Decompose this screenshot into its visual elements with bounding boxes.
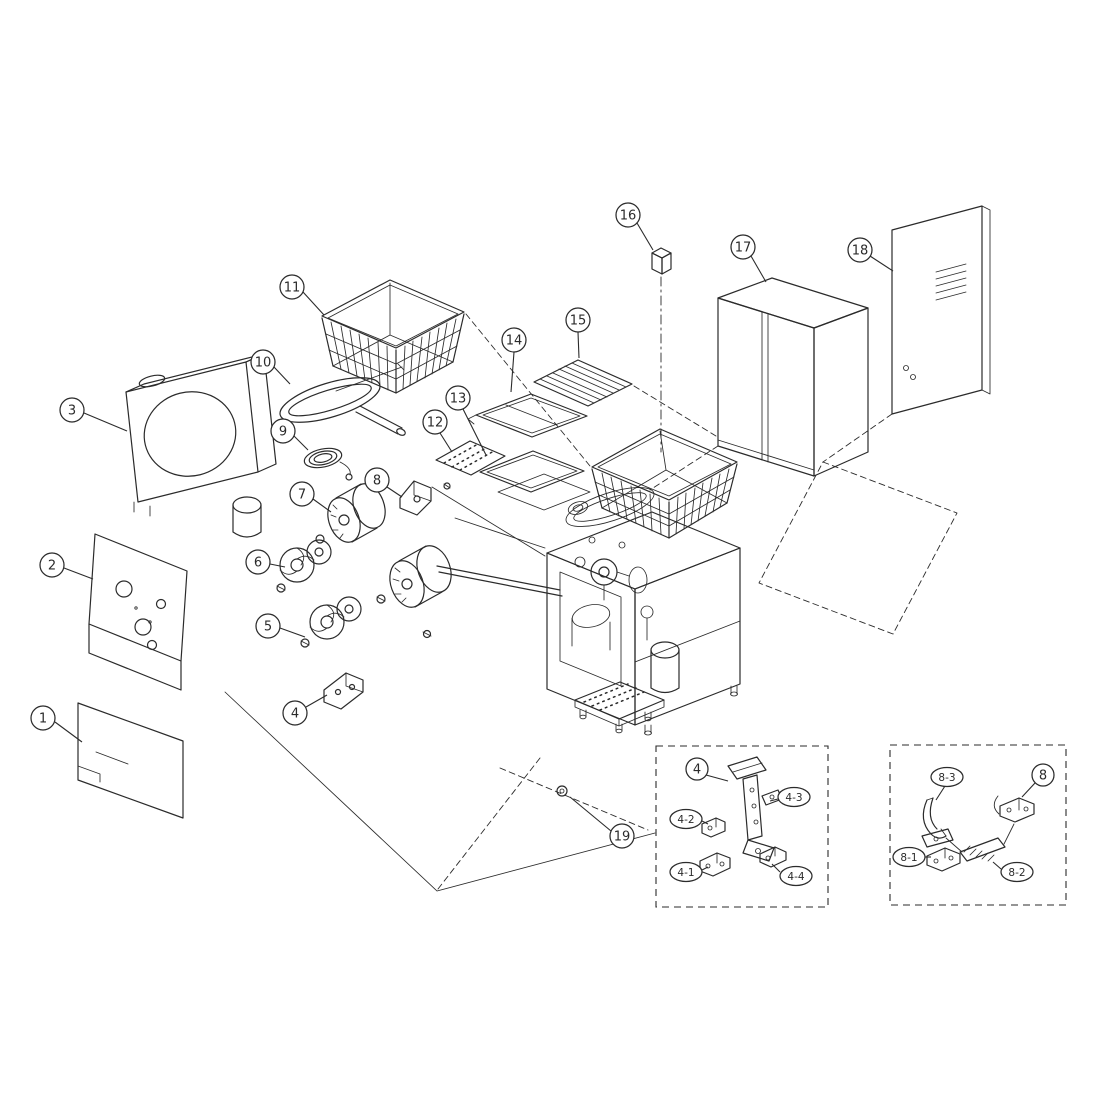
svg-text:8: 8: [1039, 769, 1047, 784]
callout-4-4: 4-4: [771, 863, 813, 887]
callout-5: 5: [255, 613, 306, 639]
svg-text:4-1: 4-1: [677, 867, 694, 879]
svg-text:4-2: 4-2: [677, 814, 694, 826]
callout-6: 6: [245, 549, 286, 575]
part-16-switch-box: [651, 247, 672, 275]
part-6-fan-motor: [276, 539, 332, 593]
part-5-pump-assembly: [300, 596, 362, 648]
vent-slots: [935, 263, 967, 301]
part-1-base-panel: [77, 702, 184, 819]
svg-text:7: 7: [298, 488, 306, 503]
callout-16: 16: [615, 202, 654, 251]
part-12-perforated-plate: [435, 440, 506, 490]
part-15-grill: [533, 359, 633, 407]
svg-text:1: 1: [39, 712, 47, 727]
callout-17: 17: [730, 234, 767, 283]
callout-4-3: 4-3: [769, 786, 811, 808]
callout-12: 12: [422, 409, 453, 453]
svg-text:14: 14: [506, 334, 523, 349]
callout-4: 4: [685, 757, 729, 782]
svg-text:8-3: 8-3: [938, 772, 955, 784]
part-7-blower-wheel-rear: [376, 545, 452, 639]
callout-8: 8: [364, 467, 403, 498]
callout-13: 13: [445, 385, 487, 456]
svg-text:4-3: 4-3: [785, 792, 802, 804]
svg-text:19: 19: [614, 830, 631, 845]
main-cabinet: [546, 511, 741, 736]
projection-lines: [224, 276, 958, 892]
svg-text:8-1: 8-1: [900, 852, 917, 864]
svg-text:3: 3: [68, 404, 76, 419]
part-2-side-panel: [88, 533, 188, 691]
part-3-cabinet-shell: [125, 353, 277, 538]
part-17-hood-cover: [717, 277, 869, 477]
part-8-motor-bracket: [399, 480, 432, 516]
callout-4: 4: [282, 694, 328, 726]
callout-7: 7: [289, 481, 332, 513]
svg-text:2: 2: [48, 559, 56, 574]
part-10-heater-tube: [279, 363, 406, 436]
callout-2: 2: [39, 552, 94, 580]
detail-4-drawing: [699, 756, 787, 877]
callout-3: 3: [59, 397, 128, 432]
callout-11: 11: [279, 274, 325, 316]
part-13-filter-frame: [479, 450, 591, 511]
callout-9: 9: [270, 418, 309, 451]
callout-15: 15: [565, 307, 591, 359]
svg-text:16: 16: [620, 209, 637, 224]
callout-10: 10: [250, 349, 291, 385]
part-4-mounting-bracket: [323, 672, 364, 710]
svg-text:5: 5: [264, 620, 272, 635]
part-19-foot: [556, 785, 568, 797]
callout-1: 1: [30, 705, 83, 743]
base-drip-tray: [574, 681, 665, 734]
callout-8: 8: [1021, 763, 1055, 798]
svg-text:6: 6: [254, 556, 262, 571]
svg-text:15: 15: [570, 314, 587, 329]
detail-inset-4-border: [655, 745, 829, 908]
svg-text:18: 18: [852, 244, 869, 259]
svg-text:10: 10: [255, 356, 272, 371]
svg-text:17: 17: [735, 241, 752, 256]
callout-19: 19: [569, 796, 635, 849]
callout-8-1: 8-1: [892, 846, 931, 868]
assembly-wire-basket: [565, 428, 738, 539]
part-18-back-panel: [891, 205, 991, 415]
callout-8-3: 8-3: [930, 766, 964, 801]
round-opening: [143, 391, 237, 477]
svg-text:9: 9: [279, 425, 287, 440]
detail-8-drawing: [921, 795, 1035, 872]
svg-text:8: 8: [373, 474, 381, 489]
svg-text:4: 4: [693, 763, 701, 778]
part-9-drain-hose-coil: [303, 447, 353, 481]
svg-text:4: 4: [291, 707, 299, 722]
callout-4-1: 4-1: [669, 861, 709, 883]
callout-8-2: 8-2: [992, 861, 1034, 883]
callout-4-2: 4-2: [669, 808, 709, 830]
part-7-blower-wheel-front: [315, 483, 386, 544]
detail-inset-8-border: [889, 744, 1067, 906]
interior-motor-group: [436, 517, 654, 641]
svg-text:11: 11: [284, 281, 301, 296]
svg-text:13: 13: [450, 392, 467, 407]
svg-text:12: 12: [427, 416, 444, 431]
svg-text:8-2: 8-2: [1008, 867, 1025, 879]
svg-text:4-4: 4-4: [787, 871, 804, 883]
callout-14: 14: [501, 327, 527, 393]
part-14-top-tray: [467, 393, 588, 438]
callout-18: 18: [847, 237, 894, 272]
part-11-wire-basket: [321, 279, 465, 394]
